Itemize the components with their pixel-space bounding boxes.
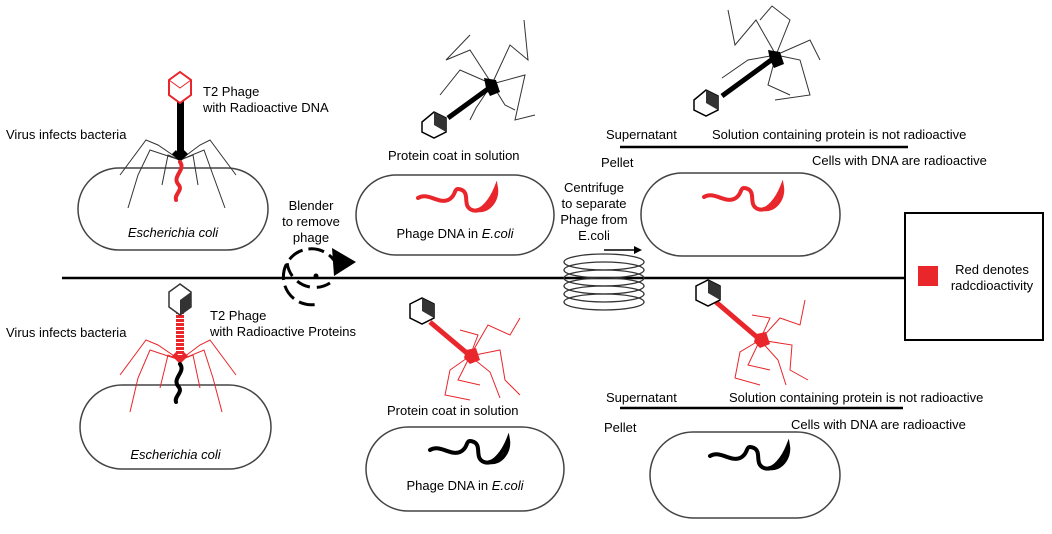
centrifuge-label-line3: Phage from: [560, 212, 628, 227]
cell-label-bottom: Escherichia coli: [130, 447, 221, 462]
phage-label-bottom: T2 Phage with Radioactive Proteins: [210, 308, 356, 340]
dna-strand-icon-top-right: [702, 179, 785, 212]
dna-label-bottom-prefix: Phage DNA in: [406, 478, 492, 493]
supernatant-result-bottom: Solution containing protein is not radio…: [729, 390, 984, 405]
centrifuge-label-line4: E.coli: [578, 228, 610, 243]
blender-label-line2: to remove: [282, 214, 340, 229]
centrifuge-label: Centrifuge to separate Phage from E.coli: [556, 180, 632, 244]
dna-strand-icon-bottom-right: [708, 438, 791, 471]
centrifuge-label-line1: Centrifuge: [564, 180, 624, 195]
blender-label: Blender to remove phage: [276, 198, 346, 246]
t2-phage-icon-top: [119, 70, 237, 209]
dna-label-bottom-italic: E.coli: [491, 478, 524, 493]
ecoli-cell-top: [77, 167, 269, 251]
legend-box: Red denotes radcdioactivity: [904, 212, 1044, 341]
centrifuge-coil-icon: [563, 246, 645, 311]
phage-label-bottom-line2: with Radioactive Proteins: [210, 324, 356, 339]
dna-label-top-prefix: Phage DNA in: [396, 226, 482, 241]
dna-label-top-italic: E.coli: [481, 226, 514, 241]
phage-label-bottom-line1: T2 Phage: [210, 308, 267, 323]
legend-text: Red denotes radcdioactivity: [950, 262, 1034, 293]
coat-label-top: Protein coat in solution: [388, 148, 520, 163]
coat-label-bottom: Protein coat in solution: [387, 403, 519, 418]
supernatant-result-top: Solution containing protein is not radio…: [712, 127, 967, 142]
cell-label-top: Escherichia coli: [127, 225, 219, 240]
supernatant-label-top: Supernatant: [606, 127, 677, 142]
ecoli-cell-bottom-mid: [365, 426, 565, 512]
protein-coat-icon-top: [421, 19, 536, 139]
infect-label-bottom: Virus infects bacteria: [6, 325, 127, 340]
blender-icon: [281, 247, 356, 307]
blender-label-line1: Blender: [288, 198, 334, 213]
phage-label-top-line2: with Radioactive DNA: [203, 100, 329, 115]
dna-label-top: Phage DNA in E.coli: [356, 226, 554, 242]
legend-red-swatch: [918, 266, 938, 286]
pellet-result-bottom: Cells with DNA are radioactive: [791, 417, 966, 432]
pellet-label-bottom: Pellet: [604, 420, 637, 435]
dna-strand-icon-top-mid: [416, 180, 499, 213]
supernatant-label-bottom: Supernatant: [606, 390, 677, 405]
phage-label-top: T2 Phage with Radioactive DNA: [203, 84, 329, 116]
pellet-label-top: Pellet: [601, 155, 634, 170]
ecoli-cell-top-right: [640, 172, 841, 257]
centrifuge-label-line2: to separate: [561, 196, 627, 211]
ecoli-cell-bottom-right: [649, 431, 841, 519]
infect-label-top: Virus infects bacteria: [6, 127, 127, 142]
ecoli-cell-top-mid: [355, 174, 555, 256]
pellet-result-top: Cells with DNA are radioactive: [812, 153, 987, 168]
dna-strand-icon-bottom-mid: [428, 432, 511, 465]
protein-coat-icon-bottom: [409, 297, 521, 401]
dna-label-bottom: Phage DNA in E.coli: [366, 478, 564, 494]
t2-phage-icon-bottom: [119, 283, 237, 413]
protein-coat-icon-bottom-right: [695, 279, 809, 386]
phage-label-top-line1: T2 Phage: [203, 84, 260, 99]
blender-label-line3: phage: [292, 230, 330, 245]
protein-coat-icon-top-right: [693, 5, 821, 117]
